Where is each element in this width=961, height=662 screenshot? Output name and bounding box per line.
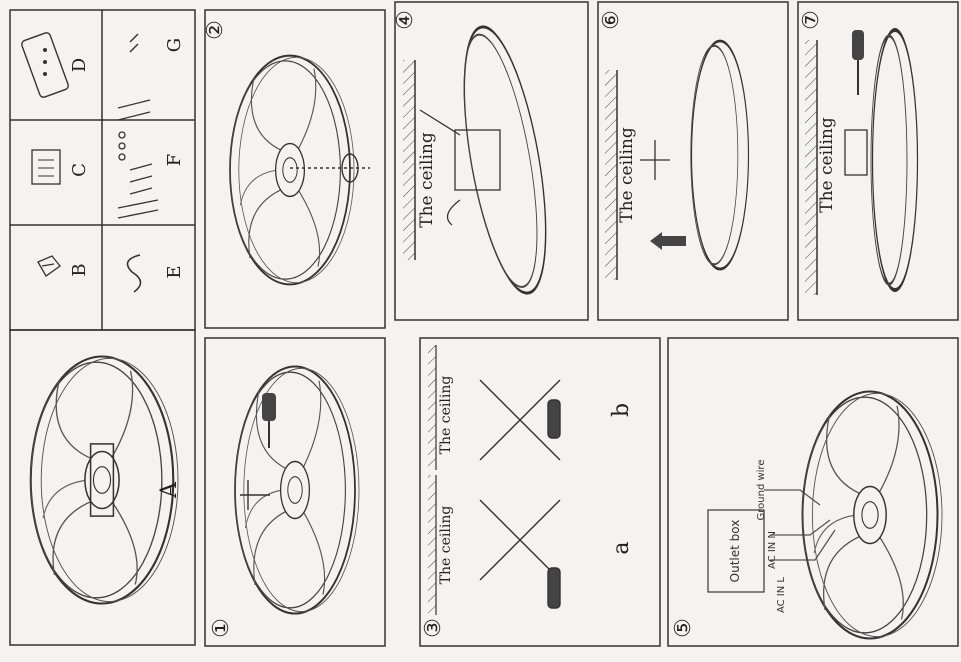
fan-illustration-a — [29, 355, 180, 605]
part-label-f: F — [164, 154, 185, 167]
ring-part — [290, 153, 370, 183]
fan-illustration-7 — [870, 28, 919, 292]
fan-tilted-4 — [463, 25, 547, 295]
outlet-box — [707, 509, 765, 593]
step-4-panel — [394, 1, 589, 321]
ceiling-hatch-6 — [605, 70, 617, 280]
part-g-screws — [129, 33, 139, 53]
ceiling-label-7: The ceiling — [817, 117, 837, 213]
fan-illustration-6 — [690, 39, 750, 271]
up-arrow-6 — [650, 232, 686, 250]
bracket-7 — [844, 129, 868, 176]
bracket-1 — [240, 480, 270, 510]
ceiling-hatch-7 — [805, 40, 817, 295]
ceiling-label-3b: The ceiling — [438, 376, 454, 455]
part-label-g: G — [164, 38, 185, 52]
bracket-3a — [479, 499, 561, 609]
bracket-3b — [479, 379, 561, 461]
ac-in-l-label: AC IN L — [776, 577, 787, 613]
part-label-a: A — [157, 481, 182, 499]
ceiling-hatch-4 — [403, 60, 415, 260]
step-6-panel — [597, 1, 789, 321]
ceiling-hatch-3a — [428, 475, 436, 615]
step-3-number: ③ — [421, 618, 446, 638]
outlet-box-label: Outlet box — [728, 520, 742, 583]
fan-illustration-2 — [229, 54, 355, 286]
part-label-c: C — [69, 163, 90, 177]
ceiling-label-3a: The ceiling — [438, 506, 454, 585]
ceiling-label-4: The ceiling — [417, 132, 437, 228]
screwdriver-1 — [262, 393, 276, 448]
part-b-bracket — [37, 255, 61, 277]
parts-grid — [9, 9, 196, 331]
step-6-number: ⑥ — [599, 10, 624, 30]
part-label-d: D — [69, 58, 90, 72]
fan-illustration-1 — [233, 365, 361, 615]
screwdriver-7 — [852, 30, 864, 95]
step-2-number: ② — [203, 20, 228, 40]
ground-wire-label: Ground wire — [756, 460, 767, 521]
part-f-screws — [117, 99, 159, 219]
ceiling-hatch-3b — [428, 345, 436, 470]
step-3-sub-a: a — [609, 541, 634, 554]
step-4-number: ④ — [393, 10, 418, 30]
part-d-remote — [21, 32, 69, 98]
ac-in-n-label: AC IN N — [767, 531, 778, 569]
part-label-b: B — [69, 263, 90, 276]
mount-bracket-6 — [640, 140, 670, 180]
step-1-number: ① — [209, 618, 234, 638]
part-label-e: E — [164, 265, 185, 278]
step-7-panel — [797, 1, 959, 321]
step-1-panel — [204, 337, 386, 647]
step-5-panel — [667, 337, 959, 647]
step-5-number: ⑤ — [671, 618, 696, 638]
ceiling-label-6: The ceiling — [617, 127, 637, 223]
step-2-panel — [204, 9, 386, 329]
step-3-sub-b: b — [609, 403, 634, 417]
part-e-hook — [126, 254, 142, 293]
fan-illustration-5 — [801, 390, 944, 640]
mount-bracket-4 — [419, 109, 501, 226]
step-7-number: ⑦ — [799, 10, 824, 30]
wires-5 — [764, 489, 836, 561]
part-c-bag — [31, 149, 61, 185]
step-3-panel — [419, 337, 661, 647]
